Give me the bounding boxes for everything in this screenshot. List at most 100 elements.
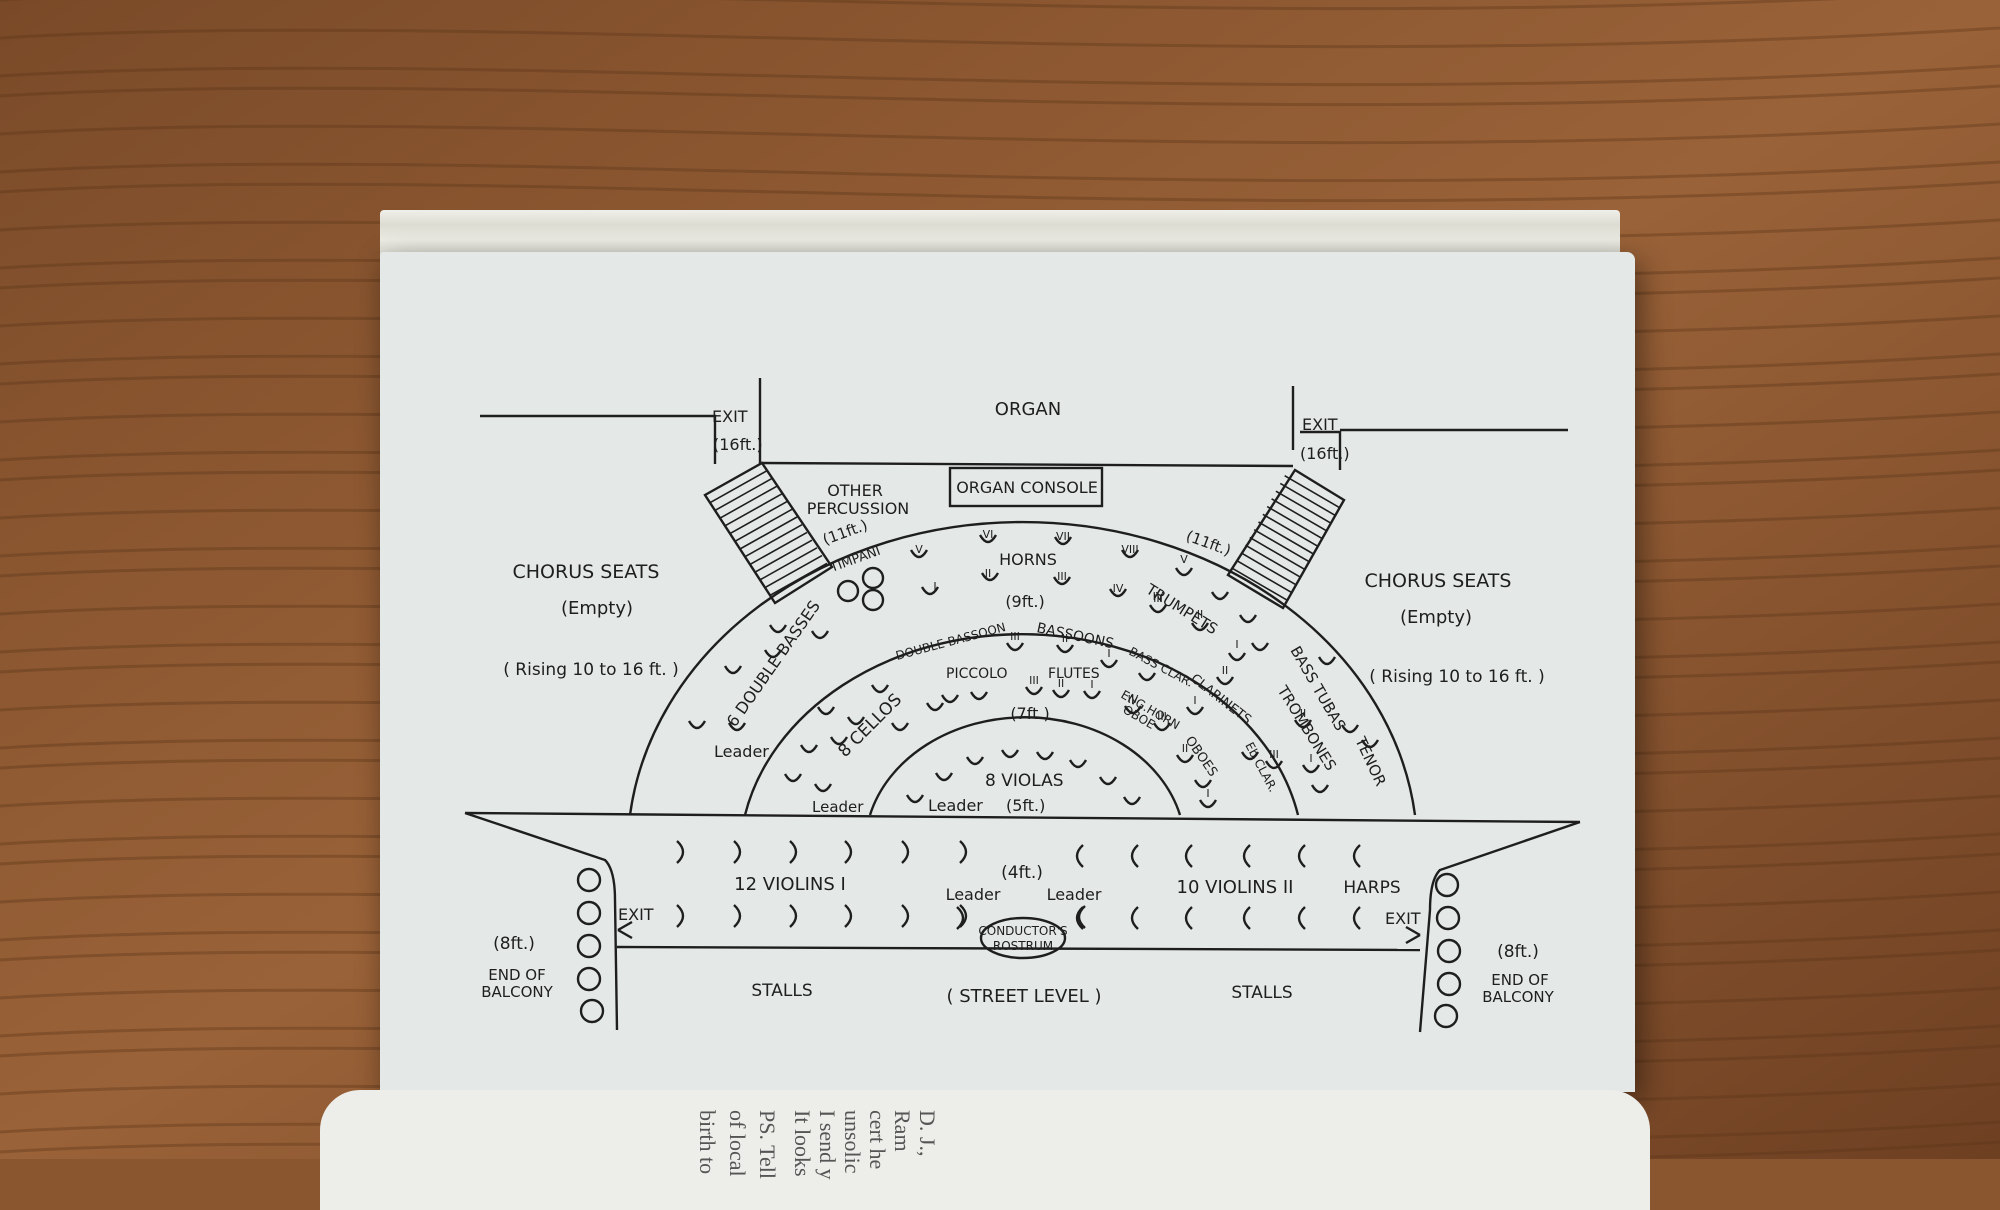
seat-mark bbox=[1077, 845, 1083, 867]
seat-mark bbox=[725, 666, 741, 673]
part-number: III bbox=[1010, 630, 1020, 643]
chorus-left-3: ( Rising 10 to 16 ft. ) bbox=[503, 660, 678, 680]
stair-tread bbox=[1267, 507, 1322, 539]
seat-mark bbox=[677, 841, 683, 863]
seat-mark bbox=[1319, 657, 1335, 664]
seat-mark bbox=[1101, 660, 1117, 667]
seat-mark bbox=[1176, 568, 1192, 575]
height-16-left: (16ft.) bbox=[713, 435, 763, 454]
street-level-label: ( STREET LEVEL ) bbox=[947, 986, 1102, 1007]
seat-mark bbox=[1354, 907, 1360, 929]
seat-mark bbox=[1124, 797, 1140, 804]
seat-mark bbox=[942, 695, 958, 702]
seat-mark bbox=[734, 841, 740, 863]
organ-console-label: ORGAN CONSOLE bbox=[956, 478, 1098, 497]
leader-bass: Leader bbox=[714, 742, 769, 761]
part-number: II bbox=[1222, 664, 1229, 677]
seat-mark bbox=[785, 774, 801, 781]
part-number: V bbox=[915, 543, 923, 556]
seat-mark bbox=[1177, 755, 1193, 762]
seat-mark bbox=[790, 905, 796, 927]
balcony-seat-circle bbox=[578, 902, 600, 924]
seat-mark bbox=[812, 631, 828, 638]
seat-mark bbox=[815, 784, 831, 791]
conductor-label-2: ROSTRUM bbox=[993, 939, 1053, 953]
balcony-seat-circle bbox=[1437, 907, 1459, 929]
seat-mark bbox=[1139, 673, 1155, 680]
seat-mark bbox=[872, 685, 888, 692]
violins-1-label: 12 VIOLINS I bbox=[734, 874, 846, 895]
organ-platform-line bbox=[760, 463, 1293, 466]
seat-mark bbox=[1100, 777, 1116, 784]
stair-tread bbox=[1259, 522, 1314, 554]
part-number: II bbox=[1062, 632, 1069, 645]
part-number: II bbox=[1197, 608, 1204, 621]
height-7: (7ft.) bbox=[1010, 704, 1049, 723]
top-left-wall bbox=[480, 416, 715, 464]
stair-tread bbox=[1263, 514, 1318, 546]
seat-mark bbox=[1244, 845, 1250, 867]
balcony-seat-circle bbox=[1438, 940, 1460, 962]
part-number: III bbox=[1269, 748, 1279, 761]
part-number: I bbox=[1309, 752, 1312, 765]
other-percussion-2: PERCUSSION bbox=[807, 499, 910, 518]
part-number: III bbox=[1153, 592, 1163, 605]
stair-tread bbox=[1237, 561, 1292, 593]
leader-cello: Leader bbox=[812, 798, 864, 816]
seat-mark bbox=[1084, 691, 1100, 698]
right-staircase bbox=[1228, 470, 1344, 608]
timpani-drum bbox=[863, 590, 883, 610]
stair-tread bbox=[1272, 499, 1327, 531]
seat-mark bbox=[1026, 687, 1042, 694]
stalls-left-label: STALLS bbox=[751, 981, 812, 1001]
part-number: I bbox=[1090, 678, 1093, 691]
seat-mark bbox=[677, 905, 683, 927]
stalls-right-label: STALLS bbox=[1231, 983, 1292, 1003]
piccolo-label: PICCOLO bbox=[946, 666, 1007, 682]
seat-mark bbox=[801, 745, 817, 752]
seat-mark bbox=[971, 692, 987, 699]
timpani-drum bbox=[838, 581, 858, 601]
seat-mark bbox=[1186, 845, 1192, 867]
seat-mark bbox=[1312, 785, 1328, 792]
balcony-right-2: BALCONY bbox=[1482, 988, 1554, 1006]
chorus-right-3: ( Rising 10 to 16 ft. ) bbox=[1369, 667, 1544, 687]
part-number: IV bbox=[1113, 582, 1124, 595]
balcony-seat-circle bbox=[1438, 973, 1460, 995]
seat-mark bbox=[960, 841, 966, 863]
seat-mark bbox=[902, 905, 908, 927]
part-number: III bbox=[1157, 710, 1167, 723]
bassoons-label: BASSOONS bbox=[1035, 620, 1115, 652]
seat-mark bbox=[1057, 645, 1073, 652]
seat-mark bbox=[734, 905, 740, 927]
seat-mark bbox=[1240, 615, 1256, 622]
chorus-right-1: CHORUS SEATS bbox=[1365, 570, 1512, 592]
seat-mark bbox=[902, 841, 908, 863]
leader-violins-2: Leader bbox=[1047, 885, 1102, 904]
seat-mark bbox=[1186, 907, 1192, 929]
seat-mark bbox=[1132, 845, 1138, 867]
seat-mark bbox=[927, 703, 943, 710]
part-number: I bbox=[1193, 694, 1196, 707]
part-number: II bbox=[1058, 677, 1065, 690]
seat-mark bbox=[845, 841, 851, 863]
seat-mark bbox=[1007, 643, 1023, 650]
seat-mark bbox=[1187, 707, 1203, 714]
seat-mark bbox=[1252, 643, 1268, 650]
part-number: IV bbox=[1128, 693, 1139, 706]
height-8-right: (8ft.) bbox=[1497, 942, 1539, 962]
part-number: III bbox=[1029, 674, 1039, 687]
part-number: II bbox=[985, 567, 992, 580]
exit-top-left: EXIT bbox=[712, 407, 748, 426]
part-number: II bbox=[1182, 742, 1189, 755]
part-number: I bbox=[1206, 787, 1209, 800]
part-number: V bbox=[1180, 553, 1188, 566]
seat-mark bbox=[1299, 845, 1305, 867]
height-16-right: (16ft.) bbox=[1300, 444, 1350, 463]
balcony-seat-circle bbox=[578, 968, 600, 990]
exit-left-label: EXIT bbox=[618, 905, 654, 924]
seat-mark bbox=[1002, 750, 1018, 757]
stair-tread bbox=[1254, 530, 1309, 562]
part-number: I bbox=[1107, 647, 1110, 660]
leader-violins-1: Leader bbox=[946, 885, 1001, 904]
